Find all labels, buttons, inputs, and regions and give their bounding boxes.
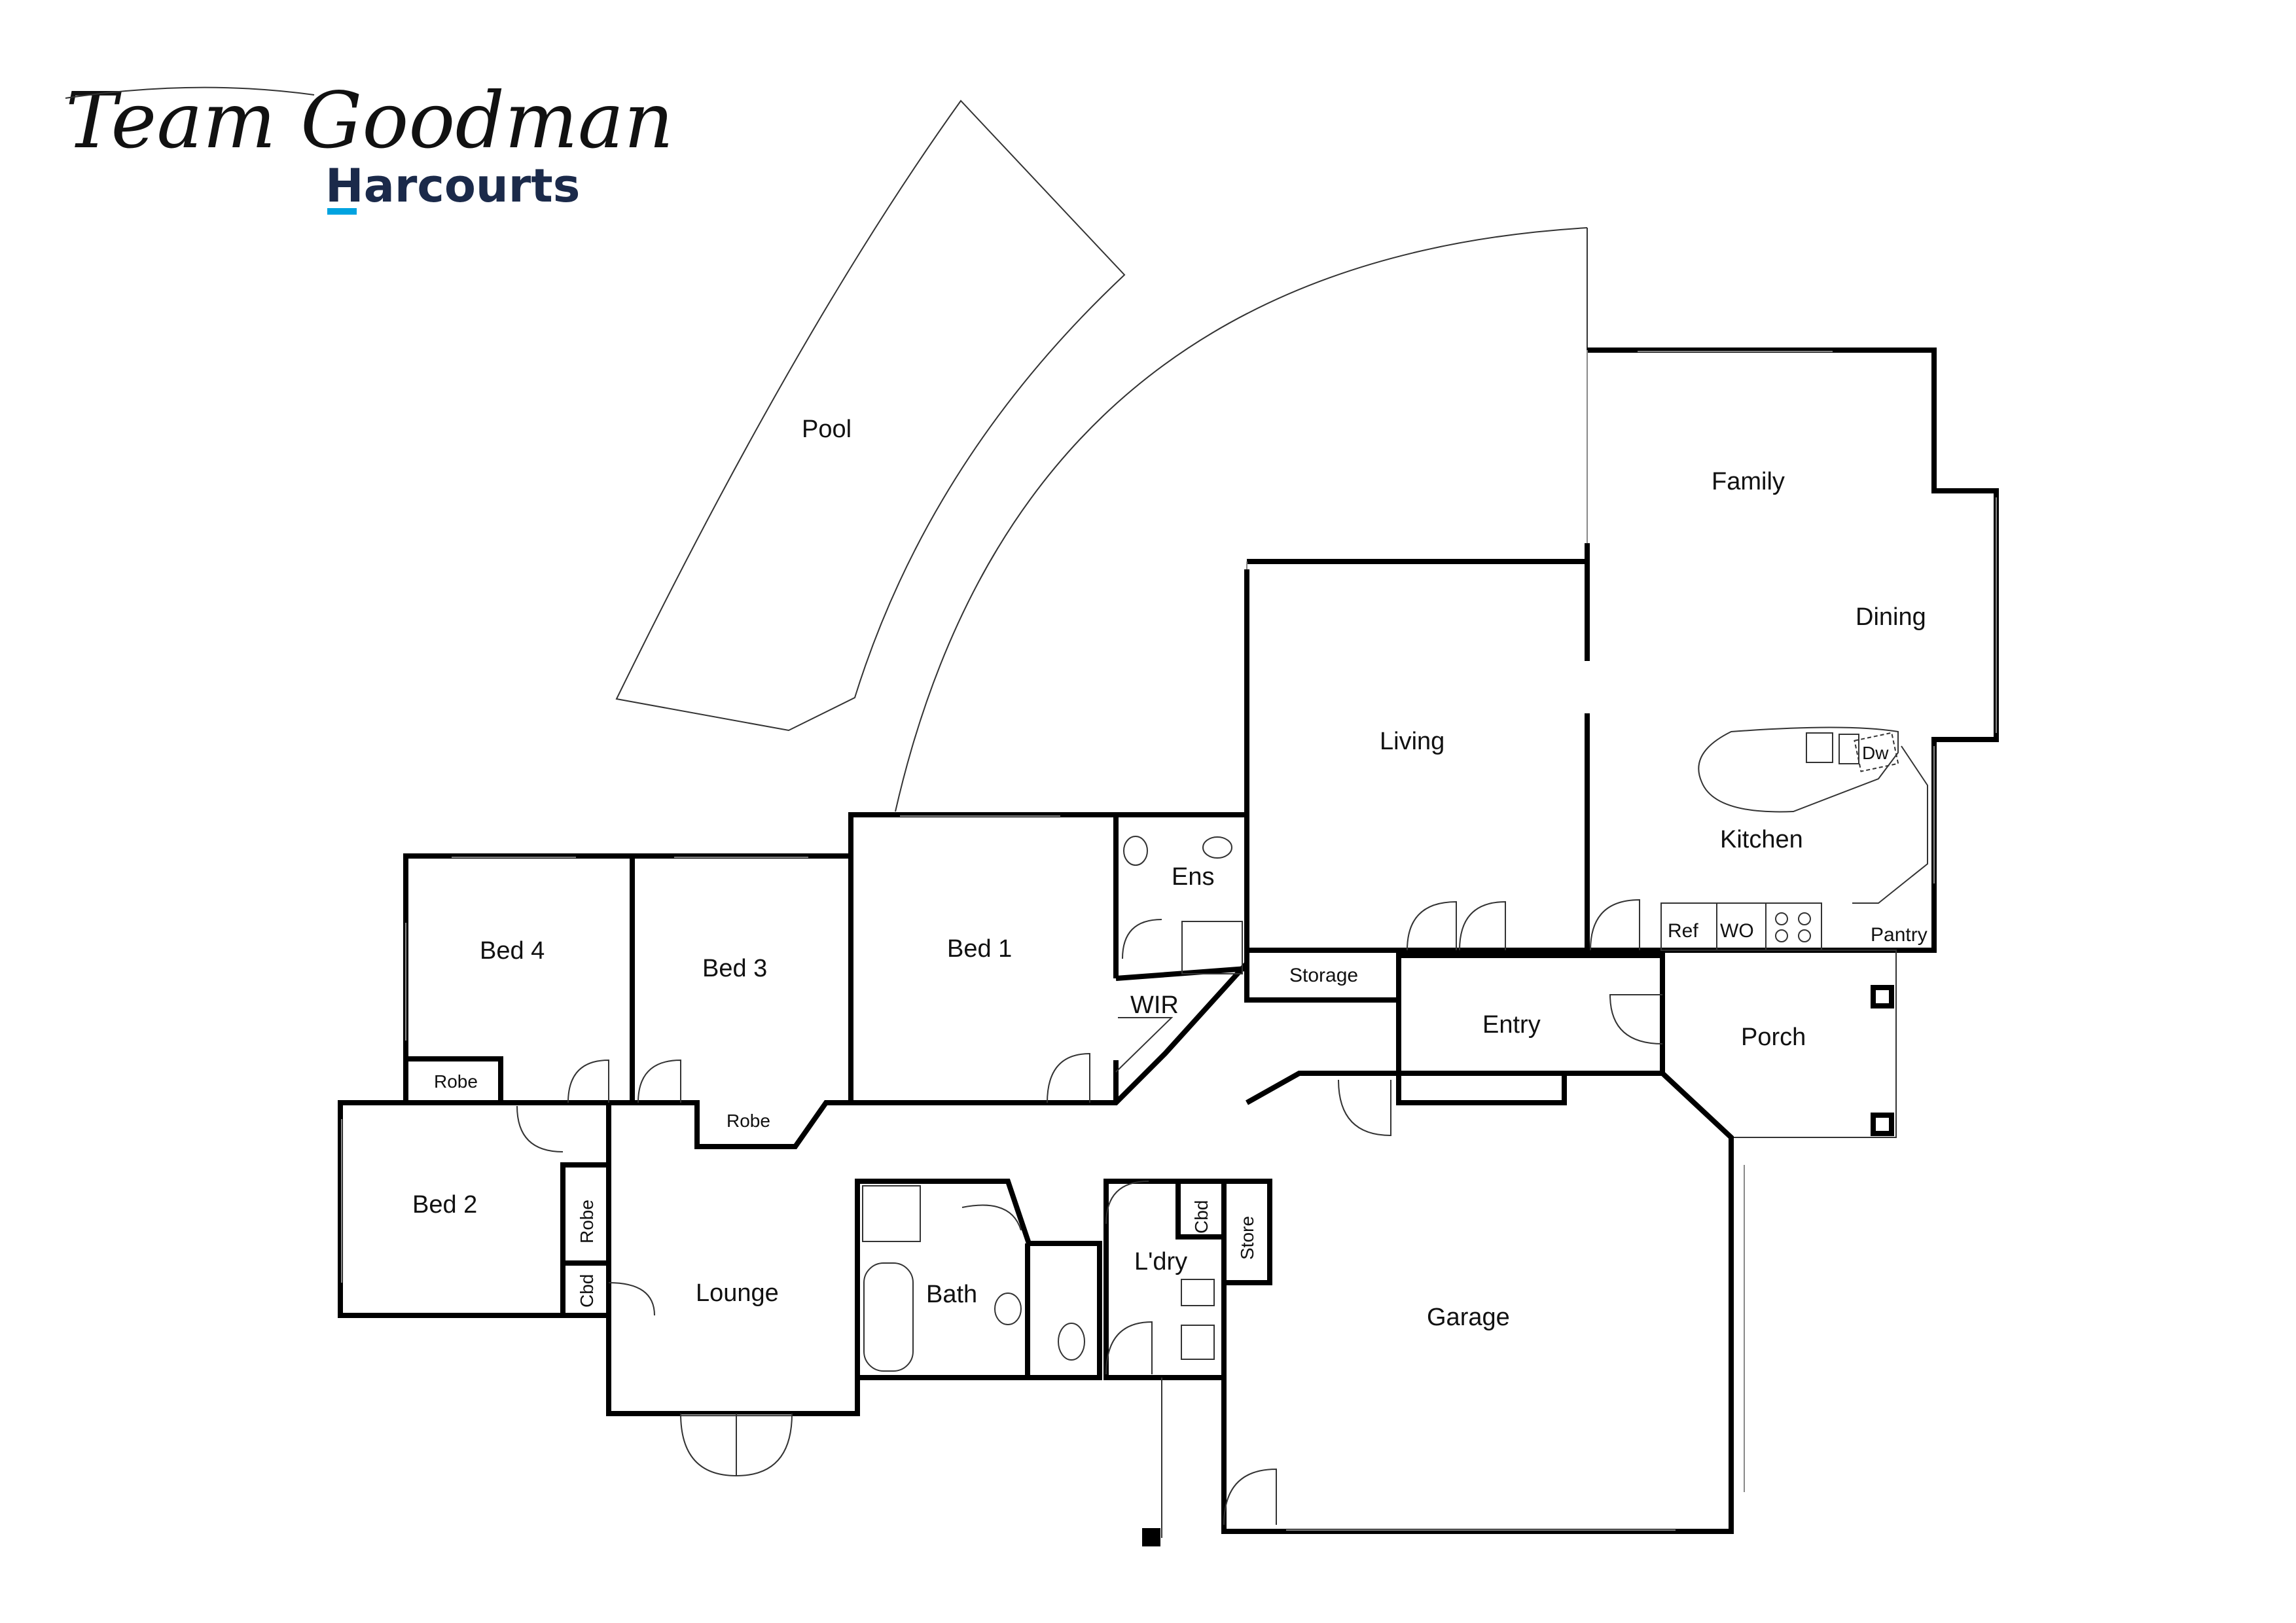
living-label: Living [1380, 728, 1444, 755]
pantry-label: Pantry [1871, 924, 1928, 946]
logo-brand: Harcourts [325, 159, 580, 213]
door-swing [961, 1204, 1022, 1231]
drainer-icon [1839, 734, 1859, 764]
door-swing [1590, 899, 1640, 951]
burner-icon [1798, 912, 1811, 925]
dining-label: Dining [1856, 603, 1926, 631]
bed1-label: Bed 1 [947, 935, 1012, 963]
wir-label: WIR [1130, 991, 1179, 1019]
bed4-label: Bed 4 [480, 937, 545, 965]
bath-label: Bath [926, 1281, 977, 1308]
door-swing [1105, 1321, 1153, 1375]
door-swing [516, 1105, 564, 1152]
ref-label: Ref [1668, 920, 1698, 942]
robe-bed4-wall [406, 1056, 503, 1103]
basin-icon [1123, 836, 1148, 866]
door-swing [1407, 901, 1457, 951]
side-post [1142, 1528, 1160, 1546]
lounge-door-swing [736, 1413, 793, 1476]
door-swing [1223, 1468, 1277, 1525]
laundry-tub [1181, 1279, 1215, 1306]
store-label: Store [1237, 1216, 1257, 1260]
porch-post-inner [1876, 990, 1889, 1003]
family-label: Family [1712, 468, 1785, 495]
basin-icon [994, 1293, 1022, 1325]
logo: Team Goodman Harcourts [65, 75, 673, 215]
garage-wall [1221, 1071, 1734, 1534]
lounge-wall [606, 1315, 860, 1416]
bath-shower [862, 1185, 921, 1242]
robe-bed2-label: Robe [577, 1200, 597, 1243]
lounge-door-swing [680, 1413, 737, 1477]
dishwasher-label: Dw [1862, 743, 1889, 763]
kitchen-island-bench [1698, 726, 1899, 813]
kitchen-label: Kitchen [1720, 826, 1803, 853]
burner-icon [1775, 929, 1788, 942]
wall-oven-label: WO [1720, 920, 1754, 942]
signature-flourish [65, 86, 315, 99]
pool-outline [615, 99, 1126, 732]
bathtub-icon [863, 1262, 914, 1372]
sink-icon [1806, 732, 1833, 763]
toilet-icon [1202, 836, 1232, 859]
bath-wall [855, 1179, 1102, 1380]
burner-icon [1798, 929, 1811, 942]
bed3-label: Bed 3 [702, 955, 767, 982]
toilet-icon [1058, 1323, 1085, 1361]
dishwasher-outline [1854, 732, 1899, 772]
shower-base [1181, 921, 1243, 974]
logo-signature: Team Goodman [65, 75, 673, 166]
ens-label: Ens [1172, 863, 1214, 891]
door-swing [567, 1059, 609, 1103]
lounge-label: Lounge [696, 1279, 779, 1307]
family-kitchen-wall [1587, 348, 1999, 953]
wir-shelf [1115, 1017, 1174, 1073]
cbd-bed2-label: Cbd [577, 1274, 597, 1308]
door-swing [1338, 1079, 1391, 1137]
porch-label: Porch [1741, 1024, 1806, 1051]
washing-machine-space [1181, 1325, 1215, 1360]
entry-label: Entry [1482, 1011, 1541, 1039]
robe-bed4-label: Robe [434, 1071, 478, 1092]
cooktop [1765, 902, 1822, 951]
deck-arc [895, 227, 1588, 812]
door-swing [1105, 1181, 1149, 1224]
door-swing [637, 1059, 681, 1103]
door-swing [1122, 919, 1162, 959]
bed2-label: Bed 2 [412, 1191, 477, 1219]
ldry-label: L'dry [1134, 1248, 1187, 1275]
burner-icon [1775, 912, 1788, 925]
cbd-ldry-label: Cbd [1191, 1200, 1211, 1234]
kitchen-side-bench [1852, 745, 1928, 904]
store-wall [1221, 1179, 1272, 1285]
door-swing [1609, 994, 1663, 1044]
garage-label: Garage [1427, 1304, 1510, 1331]
bed1-ens-wall [848, 812, 1249, 1105]
door-swing [1459, 901, 1506, 951]
storage-label: Storage [1289, 965, 1358, 986]
porch-post-inner [1876, 1118, 1889, 1131]
pool-label: Pool [802, 416, 852, 443]
brand-accent-bar [327, 208, 357, 215]
door-swing [608, 1282, 655, 1316]
door-swing [1047, 1052, 1090, 1103]
robe-bed3-label: Robe [726, 1111, 770, 1131]
